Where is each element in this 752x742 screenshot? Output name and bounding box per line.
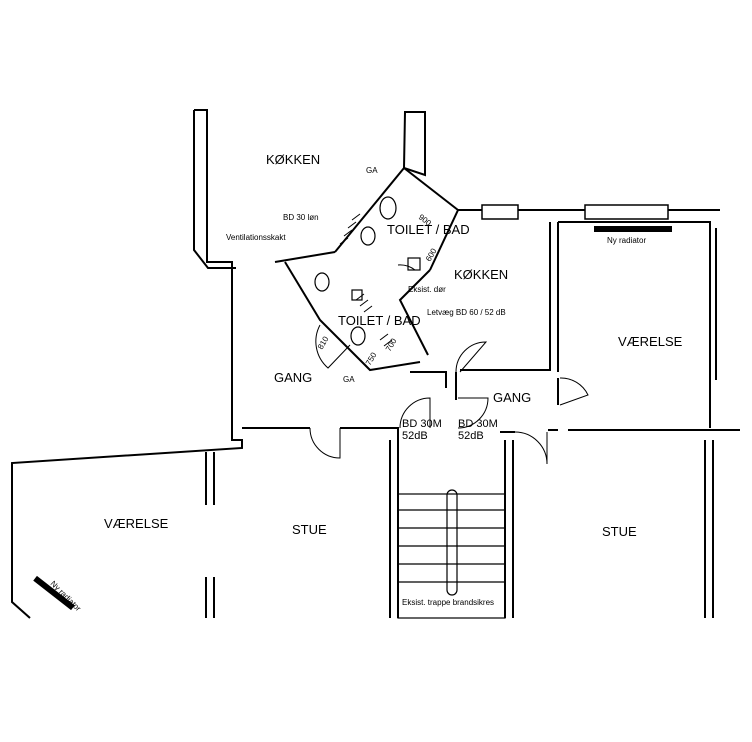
label-hall-right: GANG: [493, 390, 531, 405]
label-kitchen-right: KØKKEN: [454, 267, 508, 282]
radiator-bottom: [33, 575, 75, 611]
label-kitchen-left: KØKKEN: [266, 152, 320, 167]
staircase: [397, 489, 506, 619]
label-living-mid: STUE: [292, 522, 327, 537]
window-kitchen: [481, 204, 519, 220]
walls: [11, 109, 740, 619]
doors: [309, 264, 589, 465]
label-bedroom-right: VÆRELSE: [618, 334, 683, 349]
note-stairs: Eksist. trappe brandsikres: [402, 598, 494, 607]
note-existing-door: Eksist. dør: [408, 285, 446, 294]
note-door-right-rating: BD 30M: [458, 418, 498, 430]
dim-3: 750: [364, 350, 379, 367]
note-ventilation: Ventilationsskakt: [226, 233, 286, 242]
dim-4: 700: [384, 336, 399, 353]
label-hall-left: GANG: [274, 370, 312, 385]
note-partition: Letvæg BD 60 / 52 dB: [427, 308, 506, 317]
note-door-left-rating: BD 30M: [402, 418, 442, 430]
label-toilet-lower: TOILET / BAD: [338, 313, 421, 328]
dim-2: 810: [316, 334, 331, 351]
window-bedroom: [584, 204, 669, 220]
new-wall-hatch: [339, 213, 393, 347]
bathroom-fixtures: [314, 196, 421, 346]
label-bedroom-left: VÆRELSE: [104, 516, 169, 531]
note-radiator-top: Ny radiator: [607, 236, 646, 245]
label-living-right: STUE: [602, 524, 637, 539]
label-toilet-upper: TOILET / BAD: [387, 222, 470, 237]
radiator-top: [594, 226, 672, 232]
note-door-right-db: 52dB: [458, 430, 484, 442]
note-door-left-db: 52dB: [402, 430, 428, 442]
dim-5: 600: [424, 246, 439, 263]
note-ga-bottom: GA: [343, 375, 355, 384]
note-bd30: BD 30 løn: [283, 213, 319, 222]
note-ga-top: GA: [366, 166, 378, 175]
